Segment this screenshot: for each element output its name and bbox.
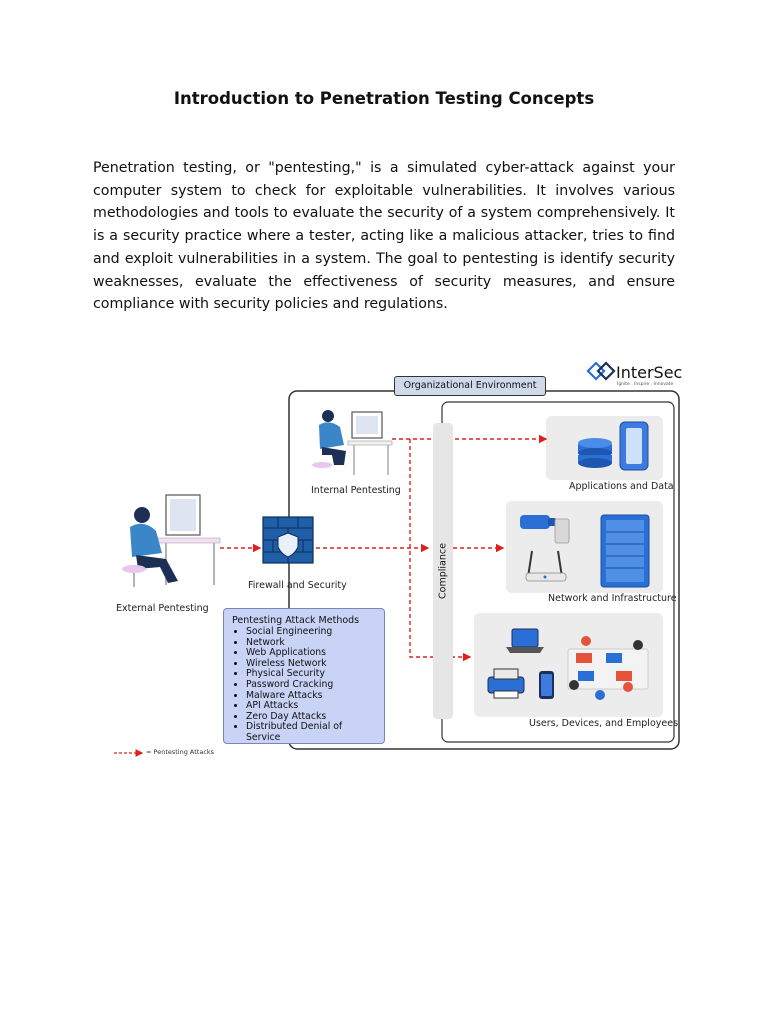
org-environment-label: Organizational Environment bbox=[394, 376, 546, 396]
database-icon bbox=[578, 438, 612, 468]
page-title: Introduction to Penetration Testing Conc… bbox=[173, 89, 595, 108]
list-item: Distributed Denial of Service bbox=[246, 721, 376, 743]
pentest-diagram: Organizational Environment InterSec Igni… bbox=[108, 355, 688, 763]
phone-icon bbox=[539, 671, 554, 699]
intersec-logo: InterSec Ignite . Inspire . Innovate bbox=[586, 361, 686, 391]
list-item: Social Engineering bbox=[246, 626, 376, 638]
list-item: Password Cracking bbox=[246, 679, 376, 691]
server-rack-icon bbox=[600, 514, 650, 588]
internal-tester-icon bbox=[312, 410, 393, 475]
server-icon bbox=[619, 421, 649, 471]
list-item: Malware Attacks bbox=[246, 690, 376, 702]
attack-methods-title: Pentesting Attack Methods bbox=[232, 615, 360, 626]
intersec-logo-mark bbox=[586, 361, 616, 381]
compliance-bar: Compliance bbox=[433, 423, 453, 719]
printer-icon bbox=[487, 668, 525, 699]
list-item: Wireless Network bbox=[246, 658, 376, 670]
firewall-label: Firewall and Security bbox=[248, 580, 347, 591]
external-pentesting-label: External Pentesting bbox=[116, 603, 209, 614]
router-icon bbox=[525, 550, 567, 582]
diagram-graphics bbox=[114, 361, 680, 757]
legend: = Pentesting Attacks bbox=[112, 747, 242, 759]
compliance-label: Compliance bbox=[437, 543, 449, 599]
users-devices-label: Users, Devices, and Employees bbox=[529, 718, 679, 729]
logo-name: InterSec bbox=[616, 363, 683, 382]
list-item: API Attacks bbox=[246, 701, 376, 712]
list-item: Network bbox=[246, 637, 376, 649]
laptop-icon bbox=[506, 628, 544, 653]
legend-text: = Pentesting Attacks bbox=[146, 748, 215, 756]
firewall-icon bbox=[262, 516, 314, 564]
network-infra-label: Network and Infrastructure bbox=[548, 593, 677, 604]
logo-tagline: Ignite . Inspire . Innovate bbox=[617, 382, 674, 387]
camera-icon bbox=[520, 515, 570, 544]
external-tester-icon bbox=[122, 494, 221, 587]
list-item: Physical Security bbox=[246, 669, 376, 680]
attack-methods-list: Social Engineering Network Web Applicati… bbox=[232, 626, 376, 744]
list-item: Web Applications bbox=[246, 648, 376, 659]
attack-methods-box: Pentesting Attack Methods Social Enginee… bbox=[223, 608, 385, 744]
intro-paragraph: Penetration testing, or "pentesting," is… bbox=[93, 160, 675, 313]
employees-icon bbox=[567, 636, 649, 700]
internal-pentesting-label: Internal Pentesting bbox=[311, 485, 401, 496]
apps-data-label: Applications and Data bbox=[569, 481, 674, 492]
list-item: Zero Day Attacks bbox=[246, 711, 376, 723]
attack-arrows bbox=[220, 434, 548, 662]
